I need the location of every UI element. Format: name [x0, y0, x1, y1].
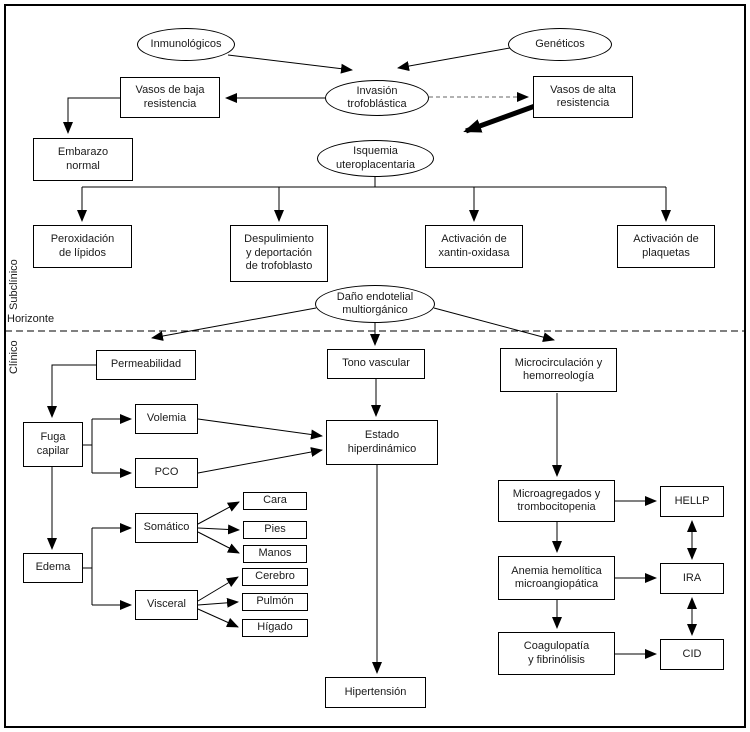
node-geneticos: Genéticos [508, 28, 612, 61]
node-estado-hiperdinamico: Estado hiperdinámico [326, 420, 438, 465]
phase-label-subclinico: Subclínico [8, 259, 20, 311]
node-manos: Manos [243, 545, 307, 563]
node-pulmon: Pulmón [242, 593, 308, 611]
node-peroxidacion-lipidos: Peroxidación de lípidos [33, 225, 132, 268]
node-pco: PCO [135, 458, 198, 488]
edge-somatico-manos [197, 531, 240, 554]
node-isquemia-uteroplacentaria: Isquemia uteroplacentaria [317, 140, 434, 177]
node-microcirculacion-hemorreologia: Microcirculación y hemorreología [500, 348, 617, 392]
edge-dano-micro [433, 307, 555, 342]
edge-somatico-pies [197, 524, 240, 535]
edge-somatico-cara [197, 501, 240, 525]
node-embarazo-normal: Embarazo normal [33, 138, 133, 181]
edge-vasos-alta-isquemia-thick [463, 103, 536, 134]
node-visceral: Visceral [135, 590, 198, 620]
node-vasos-alta-resistencia: Vasos de alta resistencia [533, 76, 633, 118]
node-tono-vascular: Tono vascular [327, 349, 425, 379]
node-volemia: Volemia [135, 404, 198, 434]
node-vasos-baja-resistencia: Vasos de baja resistencia [120, 77, 220, 118]
node-hellp: HELLP [660, 486, 724, 517]
node-cara: Cara [243, 492, 307, 510]
edge-vasos-baja-embarazo [63, 97, 120, 134]
node-cid: CID [660, 639, 724, 670]
node-hipertension: Hipertensión [325, 677, 426, 708]
edge-visceral-higado [197, 608, 239, 628]
node-fuga-capilar: Fuga capilar [23, 422, 83, 467]
node-anemia-hemolitica: Anemia hemolítica microangiopática [498, 556, 615, 600]
node-edema: Edema [23, 553, 83, 583]
node-activacion-xantin-oxidasa: Activación de xantin-oxidasa [425, 225, 523, 268]
node-somatico: Somático [135, 513, 198, 543]
node-invasion-trofoblastica: Invasión trofoblástica [325, 80, 429, 116]
node-pies: Pies [243, 521, 307, 539]
node-dano-endotelial: Daño endotelial multiorgánico [315, 285, 435, 323]
phase-label-horizonte: Horizonte [7, 313, 55, 325]
node-permeabilidad: Permeabilidad [96, 350, 196, 380]
edge-permeabilidad-fuga [47, 364, 96, 418]
edge-visceral-pulmon [197, 597, 239, 608]
node-higado: Hígado [242, 619, 308, 637]
edge-volemia-estado [197, 418, 323, 440]
node-microagregados-trombocitopenia: Microagregados y trombocitopenia [498, 480, 615, 522]
edge-dano-permeabilidad [151, 307, 317, 341]
edge-inmunologicos-invasion [227, 54, 353, 74]
node-cerebro: Cerebro [242, 568, 308, 586]
node-activacion-plaquetas: Activación de plaquetas [617, 225, 715, 268]
edge-visceral-cerebro [197, 576, 239, 602]
phase-label-clinico: Clínico [8, 340, 20, 374]
node-inmunologicos: Inmunológicos [137, 28, 235, 61]
node-coagulopatia-fibrinolisis: Coagulopatía y fibrinólisis [498, 632, 615, 675]
node-despulimiento-deportacion: Despulimiento y deportación de trofoblas… [230, 225, 328, 282]
edge-geneticos-invasion [397, 47, 511, 71]
node-ira: IRA [660, 563, 724, 594]
edge-pco-estado [197, 447, 323, 474]
